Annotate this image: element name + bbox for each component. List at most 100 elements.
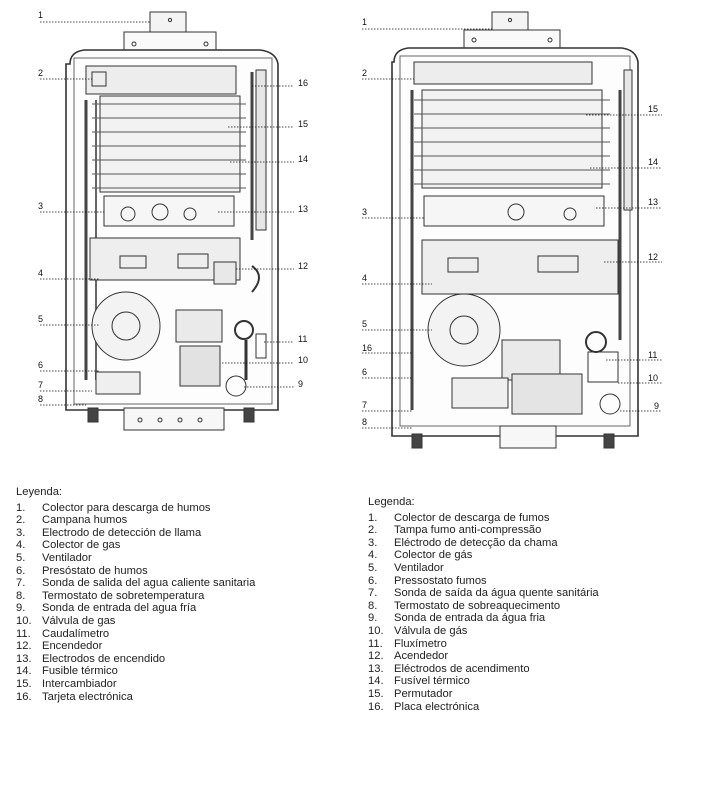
legend-item: 16. Placa electrónica (368, 701, 688, 714)
legend-item-text: Sonda de entrada del agua fría (42, 602, 197, 615)
legend-item: 11. Fluxímetro (368, 638, 688, 651)
legend-right: Legenda: 1.Colector de descarga de fumos… (368, 496, 688, 713)
legend-item-number: 11. (16, 627, 31, 640)
legend-item-number: 10. (368, 624, 384, 637)
legend-item: 13. Electrodos de encendido (16, 653, 336, 666)
legend-item-text: Termostato de sobretemperatura (42, 589, 205, 602)
callout-9: 9 (298, 379, 304, 389)
diagram-right: 1 2 3 4 5 6 7 8 9 10 11 12 13 14 15 16 (352, 0, 704, 470)
legend-item-number: 8. (16, 589, 26, 602)
legend-item-text: Presóstato de humos (42, 564, 148, 577)
callout-9: 9 (654, 401, 660, 411)
legend-item: 5.Ventilador (16, 552, 336, 565)
legend-item: 10. Válvula de gas (16, 615, 336, 628)
legend-item-number: 6. (16, 564, 26, 577)
legend-item-number: 3. (368, 536, 378, 549)
legend-item-text: Sonda de entrada da água fria (394, 612, 546, 625)
legend-title: Leyenda: (16, 486, 63, 498)
callout-5: 5 (362, 319, 368, 329)
legend-item-text: Válvula de gas (42, 614, 116, 627)
legend-item: 4.Colector de gas (16, 539, 336, 552)
legend-item-number: 5. (368, 561, 378, 574)
legend-item-text: Electrodo de detección de llama (42, 526, 202, 539)
legend-item: 12. Acendedor (368, 650, 688, 663)
legend-item-number: 1. (16, 501, 26, 514)
callout-2: 2 (362, 68, 368, 78)
legend-item: 11.Caudalímetro (16, 628, 336, 641)
legend-item: 4.Colector de gás (368, 549, 688, 562)
callout-14: 14 (298, 154, 309, 164)
legend-left: Leyenda: 1.Colector para descarga de hum… (16, 486, 336, 703)
callout-2: 2 (38, 68, 44, 78)
legend-item: 10.Válvula de gás (368, 625, 688, 638)
diagram-left: 1 2 3 4 5 6 7 8 9 10 11 12 13 14 15 16 (0, 0, 352, 470)
water-heater-illustration-right (362, 11, 662, 449)
callout-3: 3 (362, 207, 368, 217)
callout-7: 7 (362, 400, 368, 410)
legend-item: 2.Tampa fumo anti-compressão (368, 524, 688, 537)
callout-4: 4 (38, 268, 44, 278)
legend-item-text: Eléctrodos de acendimento (394, 662, 530, 675)
legend-item-text: Placa electrónica (394, 700, 480, 713)
water-heater-illustration-left (40, 11, 294, 431)
legend-list: 1.Colector de descarga de fumos 2.Tampa … (368, 512, 688, 714)
legend-item-text: Intercambiador (42, 677, 117, 690)
legend-item-number: 13. (16, 652, 32, 665)
legend-item: 13.Eléctrodos de acendimento (368, 663, 688, 676)
legend-item-number: 16. (16, 690, 32, 703)
legend-item-number: 9. (368, 612, 378, 625)
legend-item: 9. Sonda de entrada da água fria (368, 612, 688, 625)
callout-8: 8 (38, 394, 44, 404)
legend-item-number: 10. (16, 614, 32, 627)
legend-item-number: 14. (16, 665, 32, 678)
legend-item-text: Permutador (394, 687, 453, 700)
callout-1: 1 (38, 10, 44, 20)
legend-item-number: 15. (16, 677, 32, 690)
legend-item: 6.Pressostato fumos (368, 575, 688, 588)
legend-item: 8. Termostato de sobretemperatura (16, 590, 336, 603)
legend-item: 14. Fusible térmico (16, 665, 336, 678)
legend-item-text: Acendedor (394, 650, 449, 663)
legend-item-text: Sonda de saída da água quente sanitária (394, 587, 599, 600)
legend-item: 2.Campana humos (16, 514, 336, 527)
legend-item-text: Fluxímetro (394, 637, 447, 650)
legend-item-number: 9. (16, 602, 26, 615)
callout-15: 15 (298, 119, 309, 129)
legend-item: 15. Intercambiador (16, 678, 336, 691)
legend-item-number: 4. (368, 549, 378, 562)
legend-item-text: Ventilador (394, 561, 444, 574)
legend-item: 16. Tarjeta electrónica (16, 691, 336, 704)
legend-item-number: 12. (368, 650, 384, 663)
legend-item: 14. Fusível térmico (368, 675, 688, 688)
legend-item-number: 7. (16, 577, 26, 590)
legend-item-text: Fusible térmico (42, 665, 118, 678)
legend-item: 3.Electrodo de detección de llama (16, 527, 336, 540)
legend-item-number: 16. (368, 700, 384, 713)
legend-item-text: Campana humos (42, 514, 128, 527)
legend-item-number: 14. (368, 675, 384, 688)
legend-title: Legenda: (368, 496, 415, 508)
legend-item-number: 12. (16, 640, 32, 653)
legend-item-text: Tarjeta electrónica (42, 690, 133, 703)
legend-item: 3. Eléctrodo de detecção da chama (368, 537, 688, 550)
legend-item-text: Fusível térmico (394, 675, 470, 688)
callout-10: 10 (298, 355, 309, 365)
legend-item-text: Colector de gas (42, 539, 121, 552)
legend-item: 1.Colector para descarga de humos (16, 502, 336, 515)
legend-item-number: 11. (368, 637, 383, 650)
callout-12: 12 (298, 261, 309, 271)
legend-item-text: Eléctrodo de detecção da chama (394, 536, 558, 549)
callout-8: 8 (362, 417, 368, 427)
legend-item-number: 6. (368, 574, 378, 587)
legend-item-number: 5. (16, 551, 26, 564)
callout-5: 5 (38, 314, 44, 324)
callout-7: 7 (38, 380, 44, 390)
legend-item-text: Electrodos de encendido (42, 652, 166, 665)
callout-14: 14 (648, 157, 659, 167)
callout-16: 16 (362, 343, 373, 353)
callout-11: 11 (298, 334, 308, 344)
legend-item-number: 15. (368, 687, 384, 700)
legend-item-text: Termostato de sobreaquecimento (394, 599, 561, 612)
legend-item-text: Encendedor (42, 640, 103, 653)
callout-13: 13 (298, 204, 309, 214)
